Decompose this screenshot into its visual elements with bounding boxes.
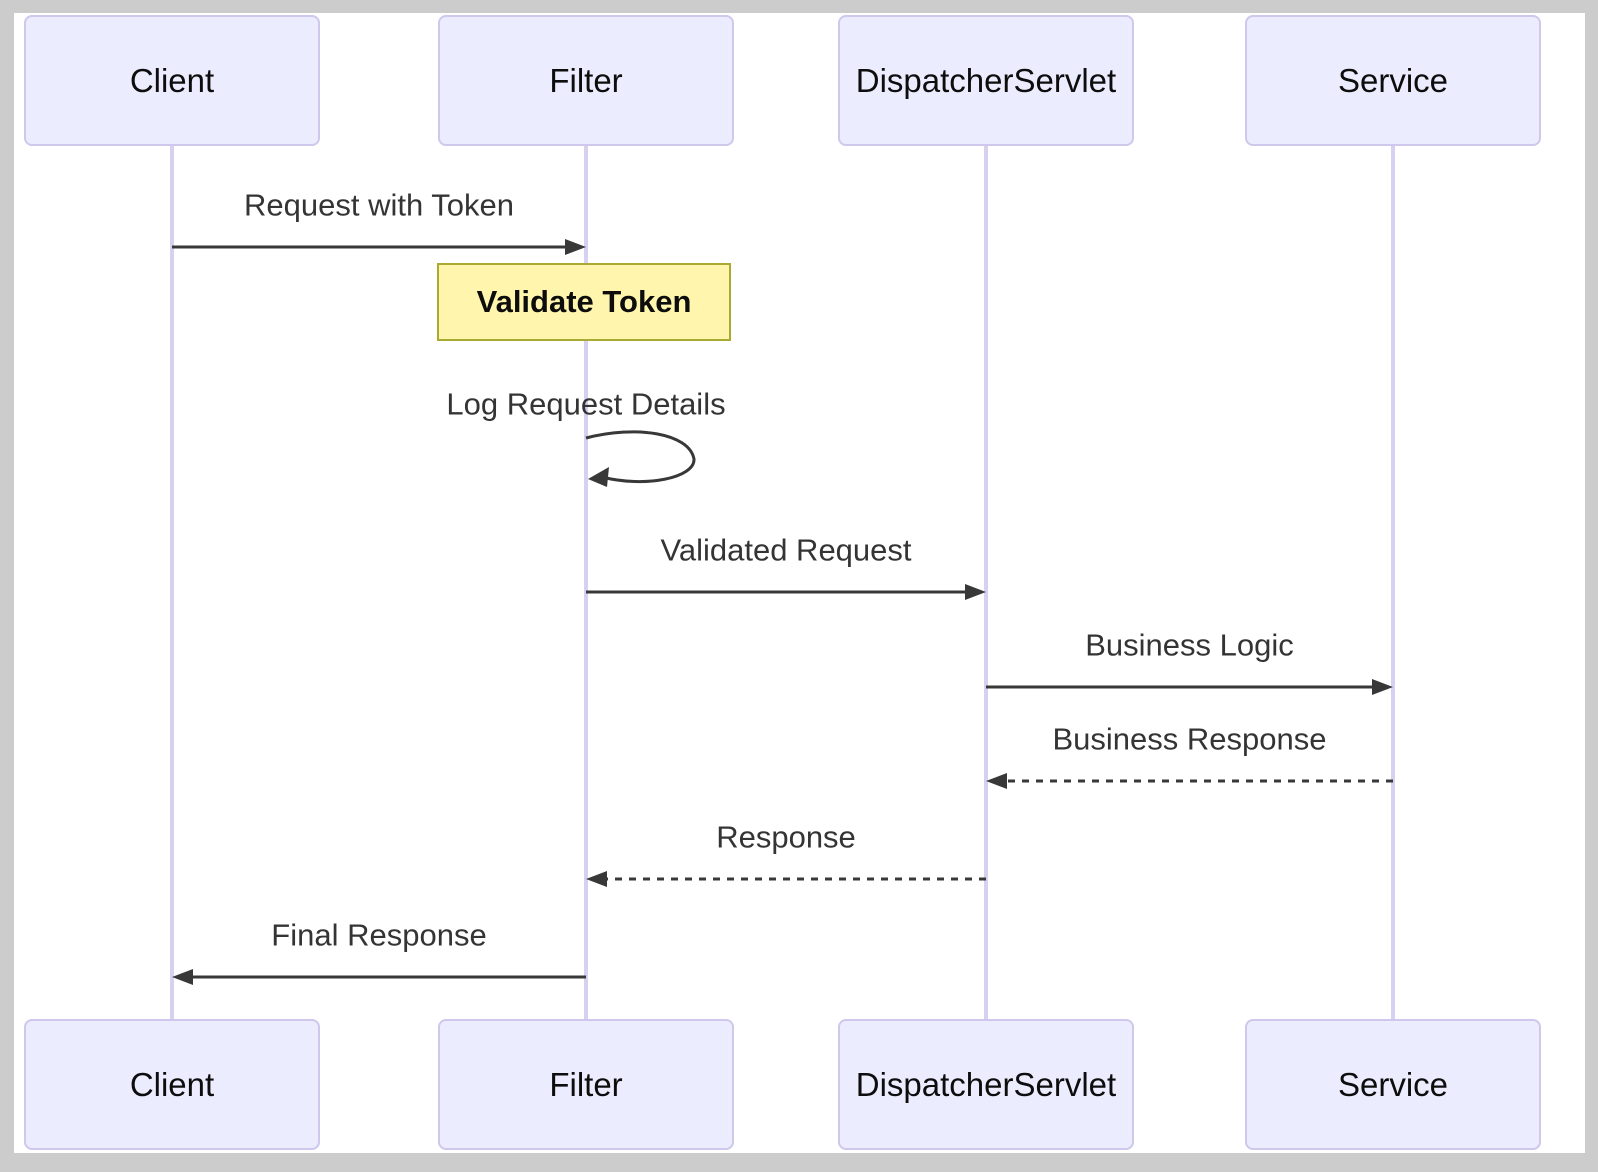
participant-label: Filter	[549, 61, 623, 99]
message-label: Request with Token	[244, 187, 514, 223]
participant-label: DispatcherServlet	[855, 61, 1117, 99]
arrowhead-icon	[965, 584, 986, 600]
participant-label: Service	[1337, 1065, 1449, 1103]
note-label: Validate Token	[476, 284, 692, 319]
participant-label: Client	[129, 61, 215, 99]
note-box: Validate Token	[437, 263, 731, 341]
arrowhead-icon	[986, 773, 1007, 789]
participant-top-service: Service	[1245, 15, 1541, 146]
participant-top-filter: Filter	[438, 15, 734, 146]
participant-bottom-service: Service	[1245, 1019, 1541, 1150]
message-label: Validated Request	[660, 532, 912, 568]
message-label: Business Response	[1052, 721, 1327, 757]
message-label: Business Logic	[1085, 627, 1294, 663]
message-label: Final Response	[271, 917, 487, 953]
message-label: Log Request Details	[446, 386, 726, 422]
arrowhead-icon	[172, 969, 193, 985]
participant-bottom-filter: Filter	[438, 1019, 734, 1150]
arrowhead-icon	[588, 467, 609, 487]
arrowhead-icon	[586, 871, 607, 887]
diagram-background	[14, 13, 1585, 1153]
participant-label: DispatcherServlet	[855, 1065, 1117, 1103]
self-loop-line	[585, 430, 696, 484]
message-label: Response	[716, 819, 856, 855]
participant-label: Service	[1337, 61, 1449, 99]
participant-label: Client	[129, 1065, 215, 1103]
participant-top-dispatcherservlet: DispatcherServlet	[838, 15, 1134, 146]
participant-bottom-dispatcherservlet: DispatcherServlet	[838, 1019, 1134, 1150]
participant-top-client: Client	[24, 15, 320, 146]
participant-bottom-client: Client	[24, 1019, 320, 1150]
arrowhead-icon	[565, 239, 586, 255]
arrowhead-icon	[1372, 679, 1393, 695]
participant-label: Filter	[549, 1065, 623, 1103]
